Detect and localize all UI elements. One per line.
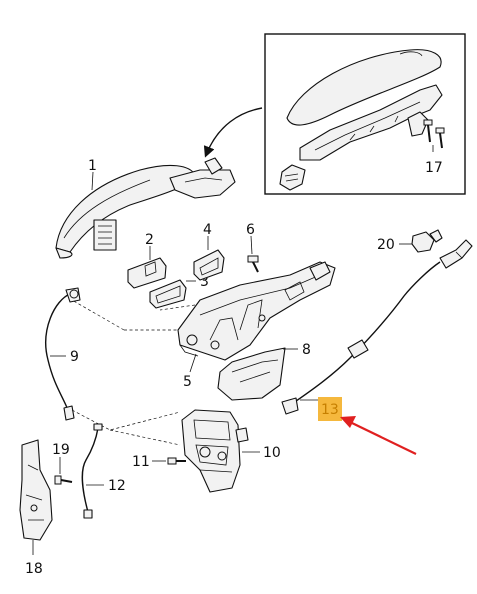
door-lock-10: [181, 409, 249, 493]
label-9: 9: [70, 349, 79, 365]
link-rod-12: [81, 423, 103, 519]
label-8: 8: [302, 342, 311, 358]
part-13-highlight: [318, 397, 342, 421]
inset-detail-box: 17: [264, 33, 466, 195]
label-5: 5: [183, 374, 192, 390]
cover-cap-2: [127, 257, 167, 289]
label-11: 11: [132, 454, 150, 470]
label-4: 4: [203, 222, 212, 238]
label-19: 19: [52, 442, 70, 458]
screw-11-icon: [167, 457, 186, 465]
handle-carrier-5: [177, 261, 336, 361]
label-1: 1: [88, 158, 97, 174]
label-6: 6: [246, 222, 255, 238]
label-2: 2: [145, 232, 154, 248]
label-13: 13: [321, 402, 339, 418]
release-cable-9: [45, 287, 81, 421]
label-17: 17: [425, 160, 443, 176]
screw-19-icon: [54, 475, 73, 485]
label-3: 3: [200, 274, 209, 290]
label-12: 12: [108, 478, 126, 494]
label-10: 10: [263, 445, 281, 461]
bolt-icon: [247, 255, 259, 273]
curved-arrow-icon: [203, 107, 263, 158]
bracket-18: [19, 439, 53, 541]
label-18: 18: [25, 561, 43, 577]
gasket-4: [193, 249, 225, 281]
lock-cable-13: [281, 239, 473, 415]
red-arrow-icon: [340, 416, 417, 455]
insulation-pad-8: [217, 347, 286, 401]
gasket-3: [149, 279, 187, 309]
cable-clip-20: [411, 229, 443, 253]
outer-door-handle: [55, 157, 236, 259]
screw-icon: [423, 119, 445, 149]
label-20: 20: [377, 237, 395, 253]
